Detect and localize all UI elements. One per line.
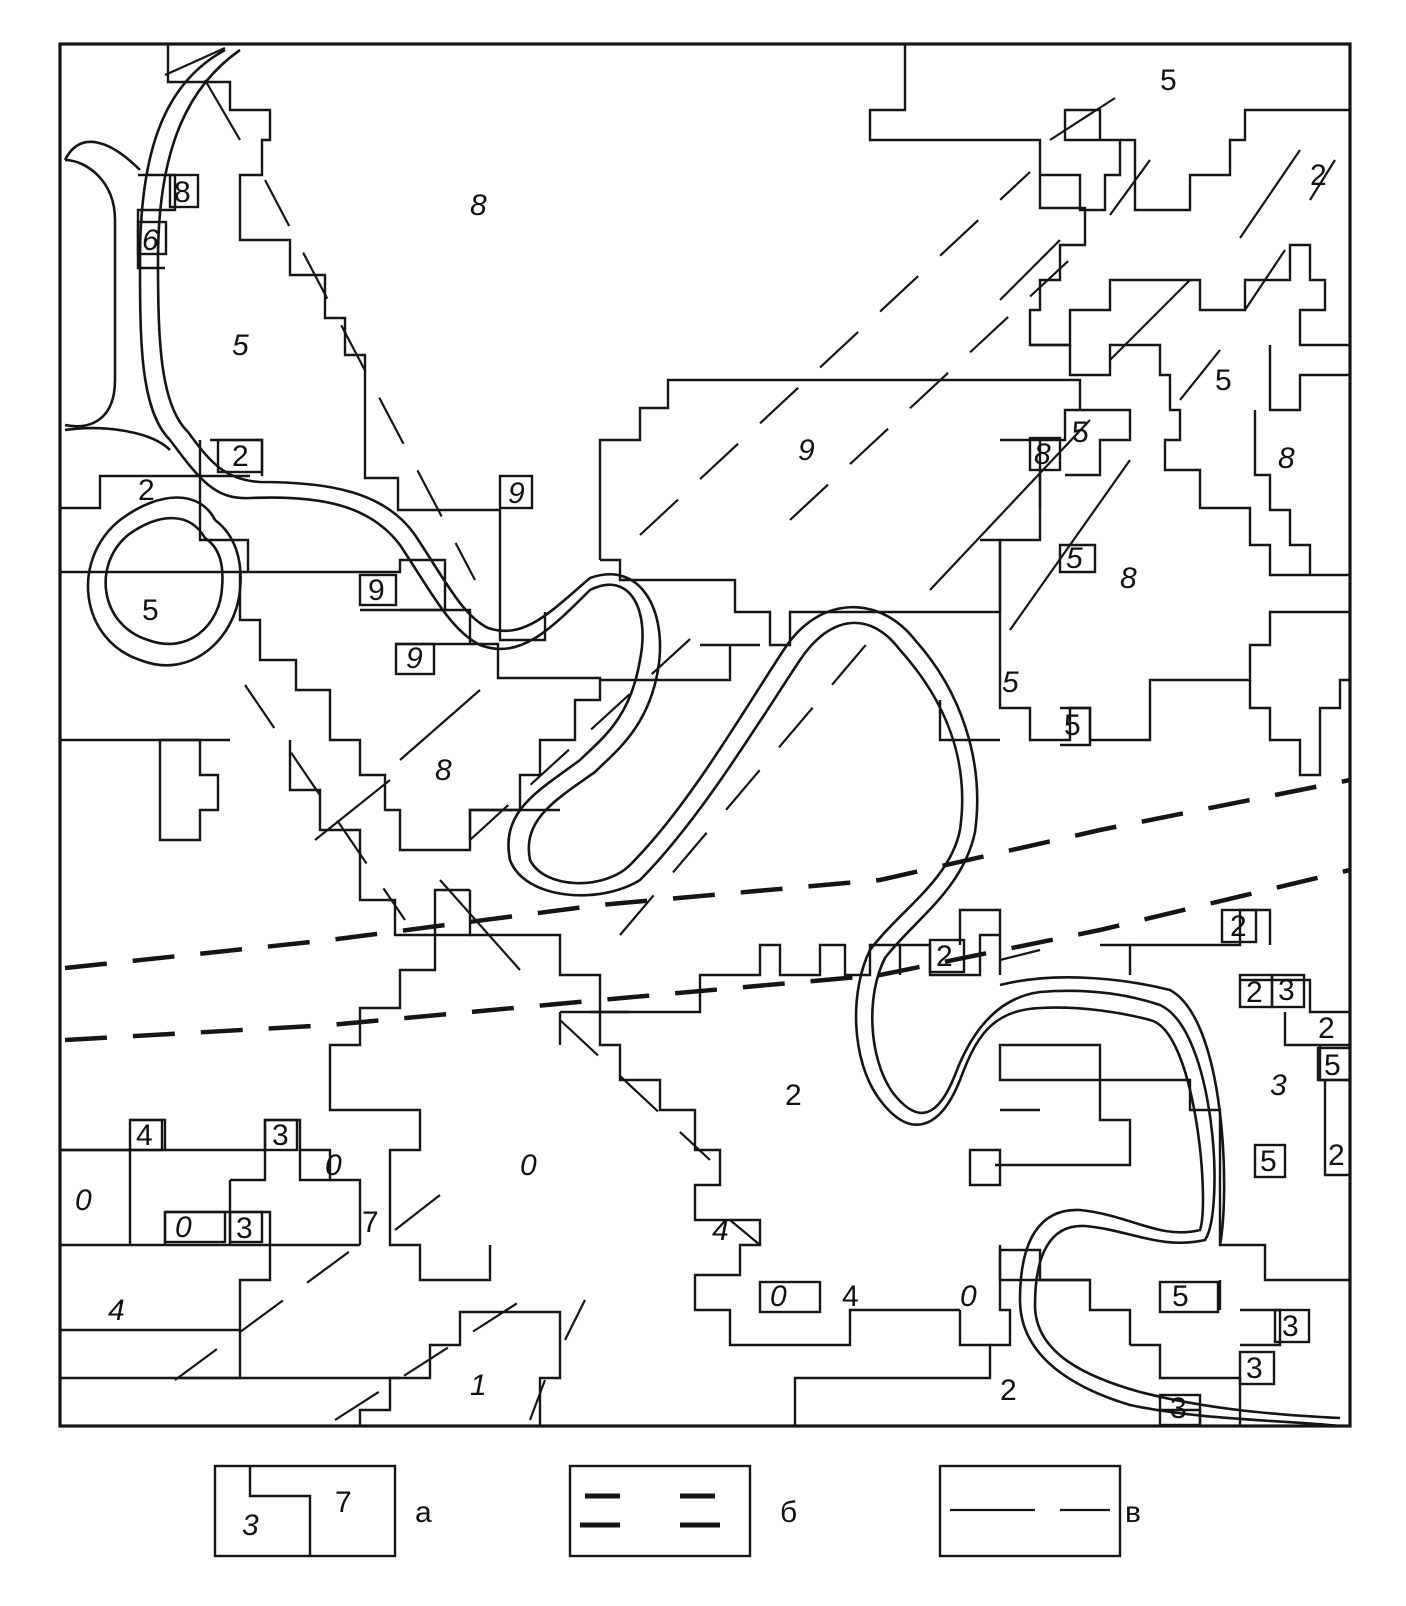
zone-label: 9 [508,477,525,510]
zone-label: 0 [325,1149,342,1182]
zone-label: 3 [1278,974,1295,1007]
zone-label: 4 [108,1294,125,1327]
zone-label: 3 [1270,1069,1287,1102]
river [63,48,1341,1428]
zone-box [1238,1350,1276,1386]
zone-label: 2 [232,440,249,473]
zone-label: 5 [232,329,249,362]
zone-label: 0 [770,1280,787,1313]
zone-label: 2 [785,1079,802,1112]
zone-labels: 5 2 8 8 6 5 2 2 5 9 9 9 9 8 5 8 5 8 5 8 … [75,64,1352,1427]
zone-box [1253,1143,1287,1179]
zone-label: 5 [1064,709,1081,742]
zone-label: 2 [1000,1374,1017,1407]
legend-letter-a: а [415,1496,432,1529]
zone-label: 9 [798,434,815,467]
legend-item-v: в [938,1464,1141,1558]
map-frame [58,42,1352,1428]
fault-lines [164,46,1336,1421]
legend-item-b: б [568,1464,797,1558]
zone-label: 3 [1282,1310,1299,1343]
zone-label: 5 [1324,1049,1341,1082]
zone-label: 2 [1246,976,1263,1009]
zone-label: 5 [142,594,159,627]
zone-label: 5 [1215,364,1232,397]
zone-label: 8 [1034,438,1051,471]
legend-item-a: 3 7 а [213,1464,432,1558]
zone-box [228,1210,264,1244]
zone-label: 5 [1160,64,1177,97]
zone-box [136,220,168,256]
zone-label: 0 [960,1280,977,1313]
zone-label: 7 [362,1206,379,1239]
zone-label: 2 [936,940,953,973]
zone-label: 8 [1278,442,1295,475]
zone-label: 5 [1002,666,1019,699]
zone-label: 2 [1328,1139,1345,1172]
zone-label: 3 [1170,1392,1187,1425]
zone-box [1158,1280,1220,1314]
zone-label: 2 [1230,910,1247,943]
zone-label: 2 [1310,159,1327,192]
zone-box [168,173,200,209]
zone-label: 5 [1172,1280,1189,1313]
zone-box [358,573,398,607]
legend-letter-v: в [1125,1496,1141,1529]
legend-sample-right: 7 [335,1486,352,1519]
zone-label: 0 [175,1211,192,1244]
legend: 3 7 а б в [213,1464,1141,1558]
zone-label: 5 [1072,416,1089,449]
zone-label: 0 [75,1184,92,1217]
major-lineaments [64,777,1351,1043]
zone-label: 8 [435,754,452,787]
zone-label: 2 [138,474,155,507]
zone-label: 5 [1260,1145,1277,1178]
zone-box [163,1210,227,1244]
zone-label: 3 [236,1212,253,1245]
zone-boundaries [60,44,1350,1426]
zone-box [394,642,436,676]
zone-label: 6 [142,224,159,257]
legend-letter-b: б [780,1496,797,1529]
zone-box [1270,973,1306,1009]
zone-label: 1 [470,1369,487,1402]
zone-label: 9 [406,642,423,675]
zone-label: 9 [368,574,385,607]
legend-sample-left: 3 [242,1509,259,1542]
zone-label: 0 [520,1149,537,1182]
zone-label: 8 [174,176,191,209]
zone-label: 3 [1246,1352,1263,1385]
zone-box [1220,908,1258,944]
zone-box [216,438,264,474]
zone-box [1273,1308,1311,1344]
zone-label: 3 [272,1119,289,1152]
zone-box [758,1280,822,1314]
zone-box [128,1118,164,1152]
zone-box [498,474,534,510]
zone-label: 2 [1318,1012,1335,1045]
zone-box [263,1118,299,1152]
zone-label: 8 [1120,562,1137,595]
zone-label: 4 [842,1280,859,1313]
zone-box [1028,436,1062,472]
zone-box [928,938,966,974]
zone-box [1158,1393,1202,1427]
zone-label: 4 [712,1214,729,1247]
zone-label: 5 [1066,542,1083,575]
zone-label: 4 [136,1119,153,1152]
zone-box [1316,1046,1352,1082]
zone-label: 8 [470,189,487,222]
